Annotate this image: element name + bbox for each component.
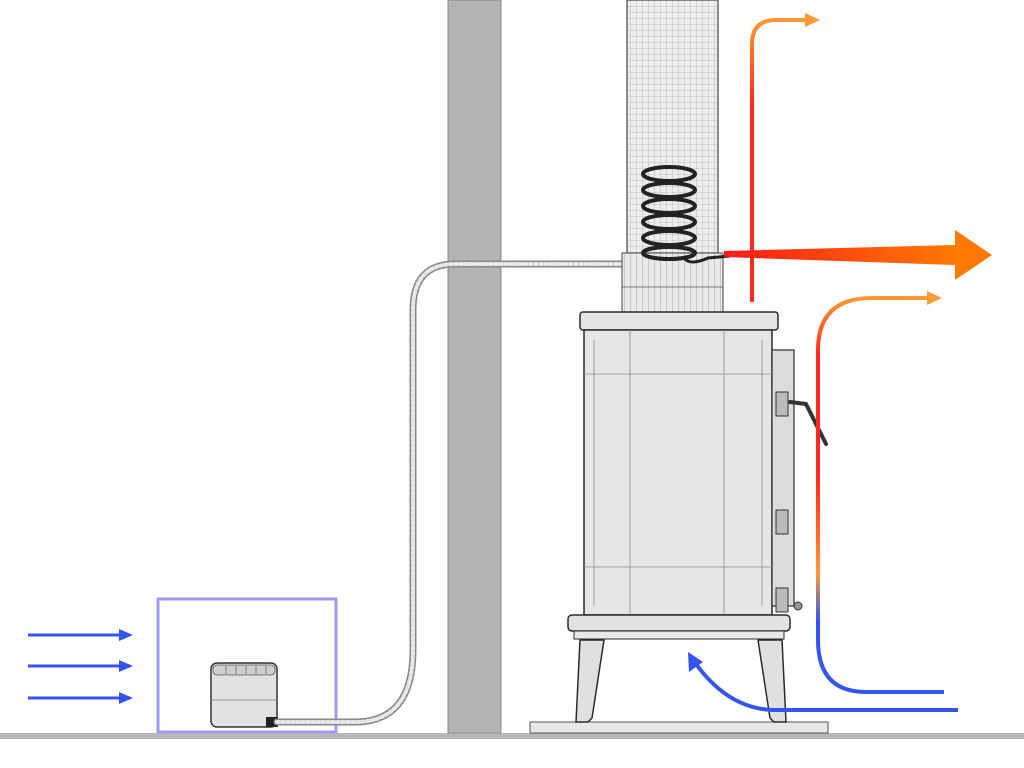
intake-air-arrows [28,629,133,704]
air-pump-icon [210,662,278,728]
intake-arrow [28,692,133,704]
chimney-pipe-icon [621,0,724,316]
intake-arrow [28,660,133,672]
floor [0,733,1024,739]
under-stove-cold-air-arrow [688,652,958,712]
intake-arrow [28,629,133,641]
wall [447,0,502,734]
stove-legs [575,639,787,723]
door-handle-icon [788,400,828,446]
heated-air-output-arrow [724,230,992,280]
coil-icon [641,165,731,264]
stove-side-convection-arrow [816,291,944,694]
pipe-convection-arrow [750,13,820,302]
pump-enclosure [156,597,338,734]
hearth-plate [529,721,829,734]
stove-icon [567,311,828,640]
